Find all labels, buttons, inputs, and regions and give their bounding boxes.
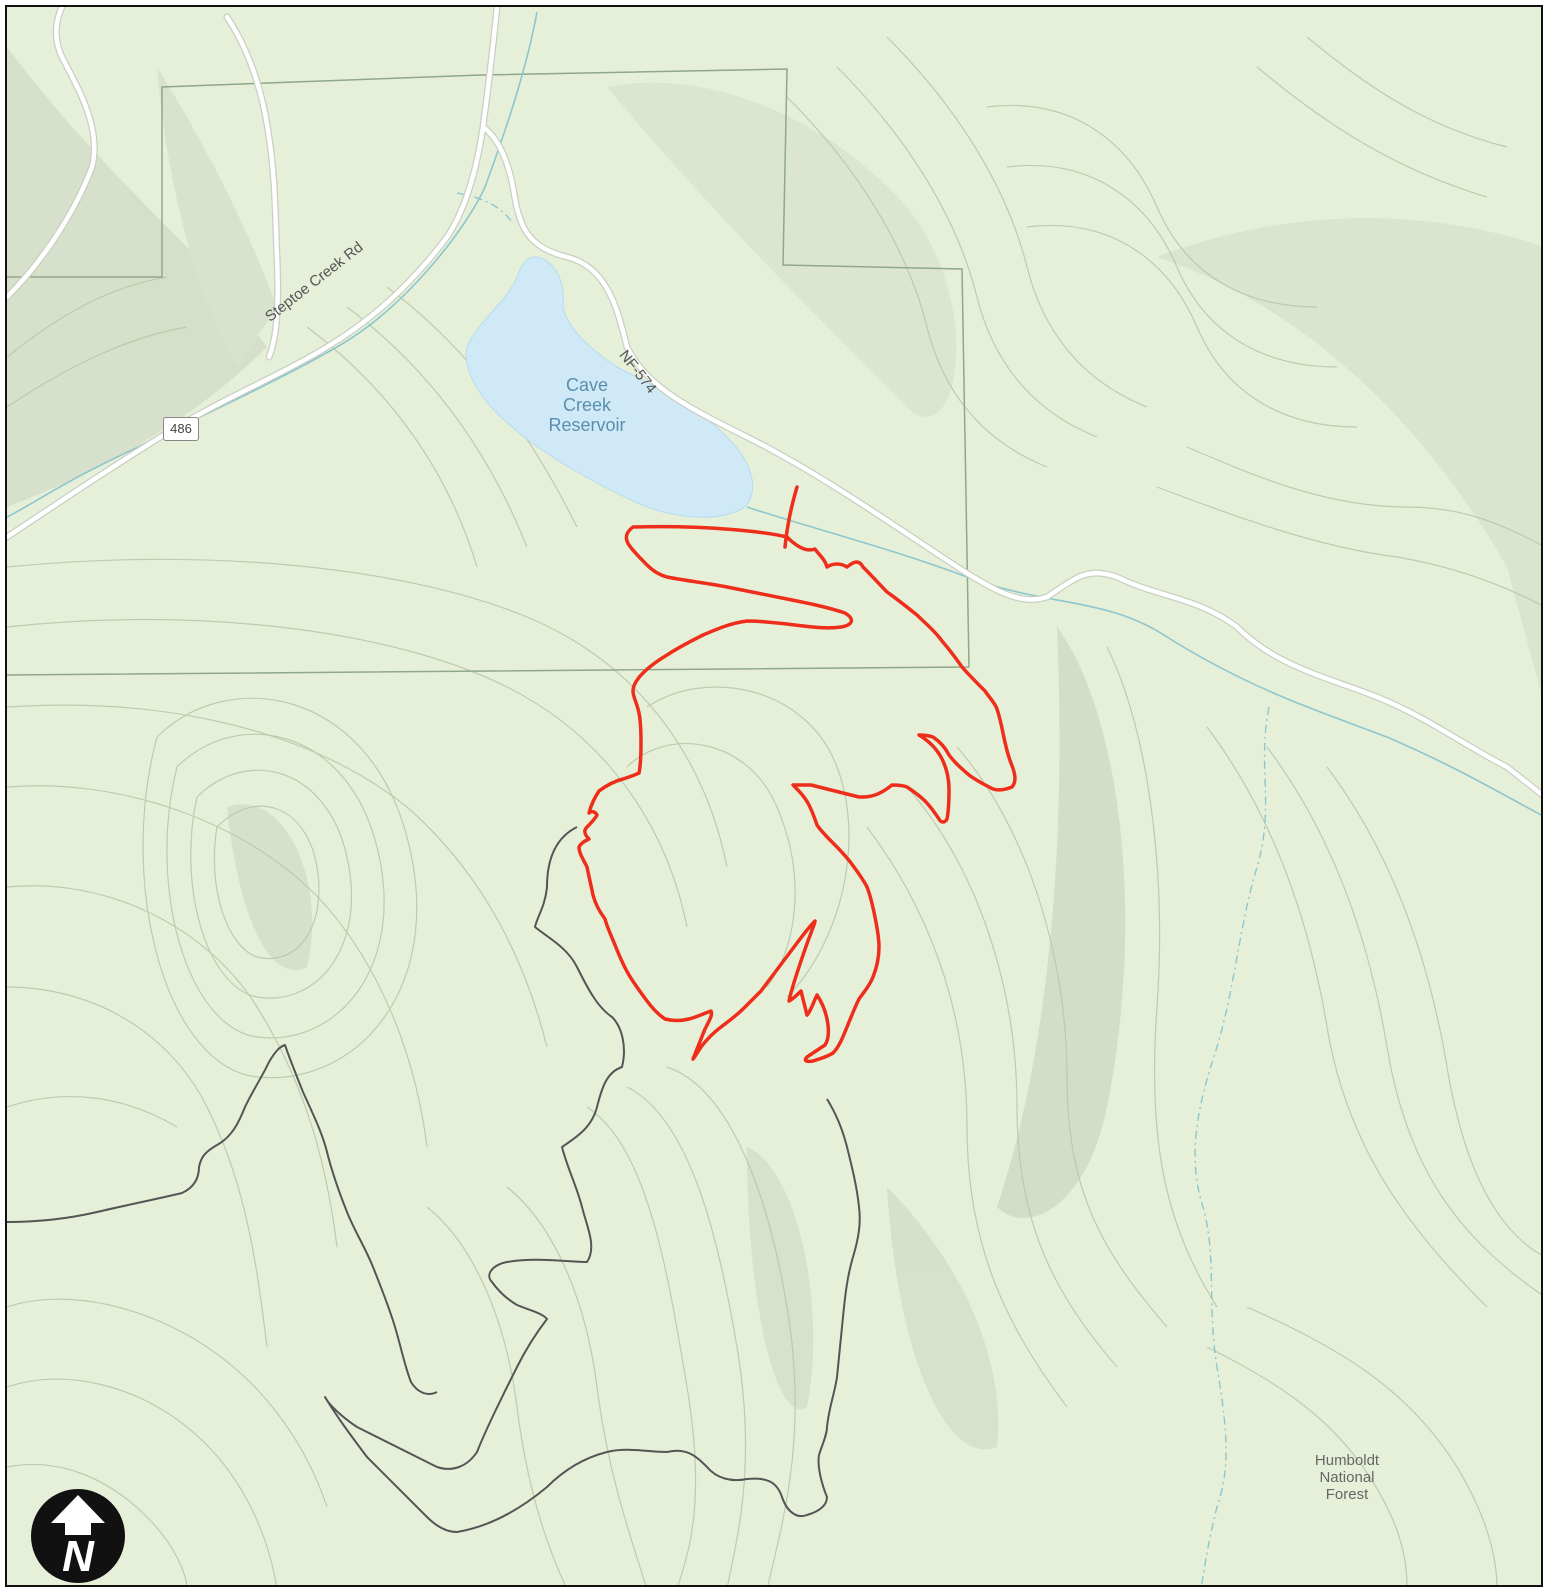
highway-shield-486: 486: [163, 417, 199, 441]
topographic-map[interactable]: [7, 7, 1543, 1587]
reservoir-label-line1: Cave: [565, 375, 609, 395]
forest-label-line2: National: [1319, 1469, 1375, 1486]
contour-lines: [7, 36, 1541, 1585]
reservoir-label-line3: Reservoir: [548, 415, 626, 435]
reservoir-label: Cave Creek Reservoir: [527, 375, 647, 435]
intermittent-streams: [456, 192, 1270, 1585]
reservoir-label-line2: Creek: [562, 395, 611, 415]
streams: [7, 11, 1541, 816]
north-arrow-letter: N: [62, 1532, 95, 1581]
reservoir-water: [465, 256, 754, 518]
forest-label: Humboldt National Forest: [1297, 1452, 1397, 1503]
land-boundary: [7, 68, 970, 676]
forest-label-line3: Forest: [1325, 1486, 1369, 1503]
terrain-shading: [7, 47, 1541, 1450]
roads: [7, 7, 1541, 799]
forest-label-line1: Humboldt: [1314, 1452, 1380, 1469]
map-frame[interactable]: Cave Creek Reservoir Humboldt National F…: [5, 5, 1543, 1587]
trails: [7, 826, 861, 1533]
north-arrow-icon: N: [31, 1489, 125, 1583]
fire-perimeter: [577, 485, 1017, 1064]
